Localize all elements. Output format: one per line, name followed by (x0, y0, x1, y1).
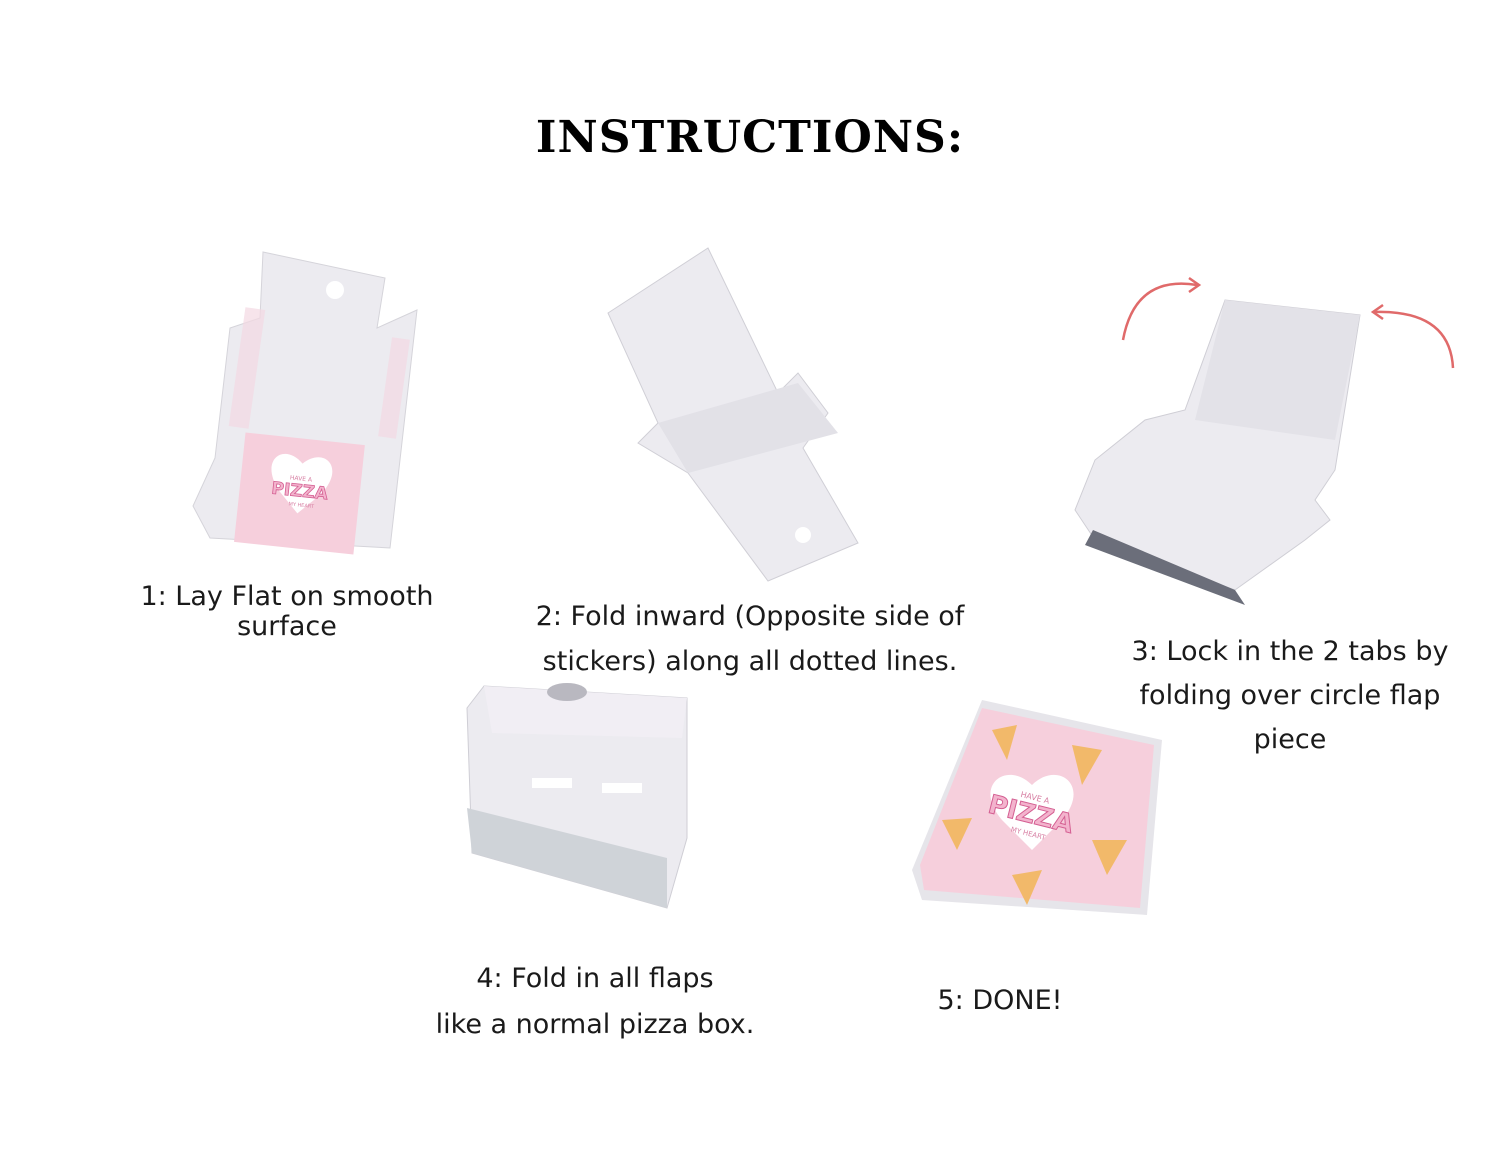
caption-line: like a normal pizza box. (435, 1009, 755, 1040)
step-2-caption: 2: Fold inward (Opposite side of sticker… (500, 594, 1000, 684)
arrow-curved-right-icon (1121, 282, 1198, 341)
sticker-line2: PIZZA (270, 479, 329, 505)
step-2-image (607, 247, 859, 582)
page-title: INSTRUCTIONS: (535, 112, 965, 163)
arrow-curved-left-icon (1374, 310, 1455, 369)
caption-line: 5: DONE! (937, 985, 1063, 1016)
sticker-line1: HAVE A (290, 474, 314, 483)
step-3-image (1074, 276, 1455, 605)
step-4-caption: 4: Fold in all flaps like a normal pizza… (395, 956, 795, 1048)
caption-line: 4: Fold in all flaps (476, 963, 714, 994)
step-1-image: HAVE A PIZZA MY HEART (192, 251, 418, 555)
step-3-caption: 3: Lock in the 2 tabs by folding over ci… (1100, 630, 1480, 762)
step-5-caption: 5: DONE! (850, 984, 1150, 1018)
caption-line: piece (1253, 724, 1327, 755)
step-4-image (466, 683, 688, 909)
caption-line: surface (237, 611, 337, 642)
step-1-caption: 1: Lay Flat on smooth surface (107, 582, 467, 642)
sticker-line3: MY HEART (288, 501, 315, 510)
step-5-image: HAVE A PIZZA MY HEART (912, 700, 1162, 915)
caption-line: 1: Lay Flat on smooth (140, 581, 434, 612)
caption-line: 3: Lock in the 2 tabs by (1131, 636, 1449, 667)
caption-line: stickers) along all dotted lines. (542, 646, 958, 677)
caption-line: 2: Fold inward (Opposite side of (535, 601, 965, 632)
caption-line: folding over circle flap (1139, 680, 1441, 711)
